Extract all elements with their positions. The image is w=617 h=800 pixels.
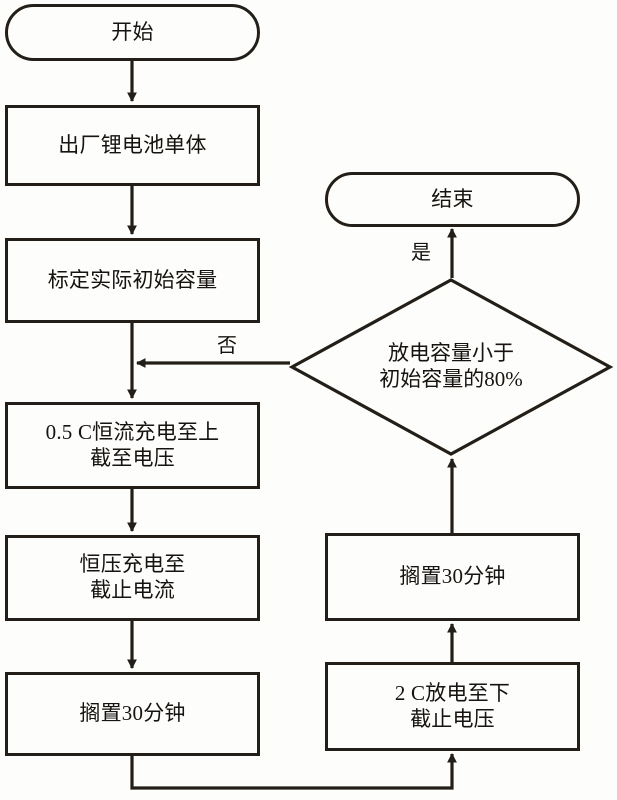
node-discharge-label: 2 C放电至下 截止电压 — [391, 681, 514, 732]
connector-restleft-to-discharge — [130, 753, 457, 790]
node-factory-cell-label: 出厂锂电池单体 — [58, 132, 207, 157]
node-discharge-line2: 截止电压 — [410, 706, 495, 731]
edge-label-no: 否 — [217, 335, 237, 357]
node-decision[interactable]: 放电容量小于 初始容量的80% — [288, 278, 614, 456]
node-calibrate-capacity-label: 标定实际初始容量 — [47, 267, 218, 292]
node-rest-right[interactable]: 搁置30分钟 — [325, 533, 580, 621]
node-discharge-line1: 2 C放电至下 — [394, 680, 511, 705]
node-end-label: 结束 — [431, 186, 474, 211]
node-cc-charge-label: 0.5 C恒流充电至上 截至电压 — [42, 420, 224, 471]
decision-diamond-shape — [288, 278, 614, 456]
node-rest-right-label: 搁置30分钟 — [399, 564, 506, 589]
node-start-label: 开始 — [111, 19, 154, 44]
node-calibrate-capacity[interactable]: 标定实际初始容量 — [5, 238, 260, 323]
node-start[interactable]: 开始 — [5, 4, 260, 61]
node-cv-charge[interactable]: 恒压充电至 截止电流 — [5, 535, 260, 621]
node-cc-charge[interactable]: 0.5 C恒流充电至上 截至电压 — [5, 402, 260, 489]
node-cc-charge-line2: 截至电压 — [90, 445, 175, 470]
node-end[interactable]: 结束 — [325, 172, 580, 227]
node-cv-charge-line1: 恒压充电至 — [79, 552, 186, 577]
node-discharge[interactable]: 2 C放电至下 截止电压 — [325, 662, 580, 751]
node-cc-charge-line1: 0.5 C恒流充电至上 — [45, 419, 220, 444]
node-rest-left[interactable]: 搁置30分钟 — [5, 672, 260, 756]
node-factory-cell[interactable]: 出厂锂电池单体 — [5, 105, 260, 186]
node-cv-charge-line2: 截止电流 — [90, 578, 175, 602]
node-rest-left-label: 搁置30分钟 — [79, 701, 186, 726]
edge-label-yes: 是 — [411, 242, 431, 264]
node-cv-charge-label: 恒压充电至 截止电流 — [76, 552, 190, 603]
